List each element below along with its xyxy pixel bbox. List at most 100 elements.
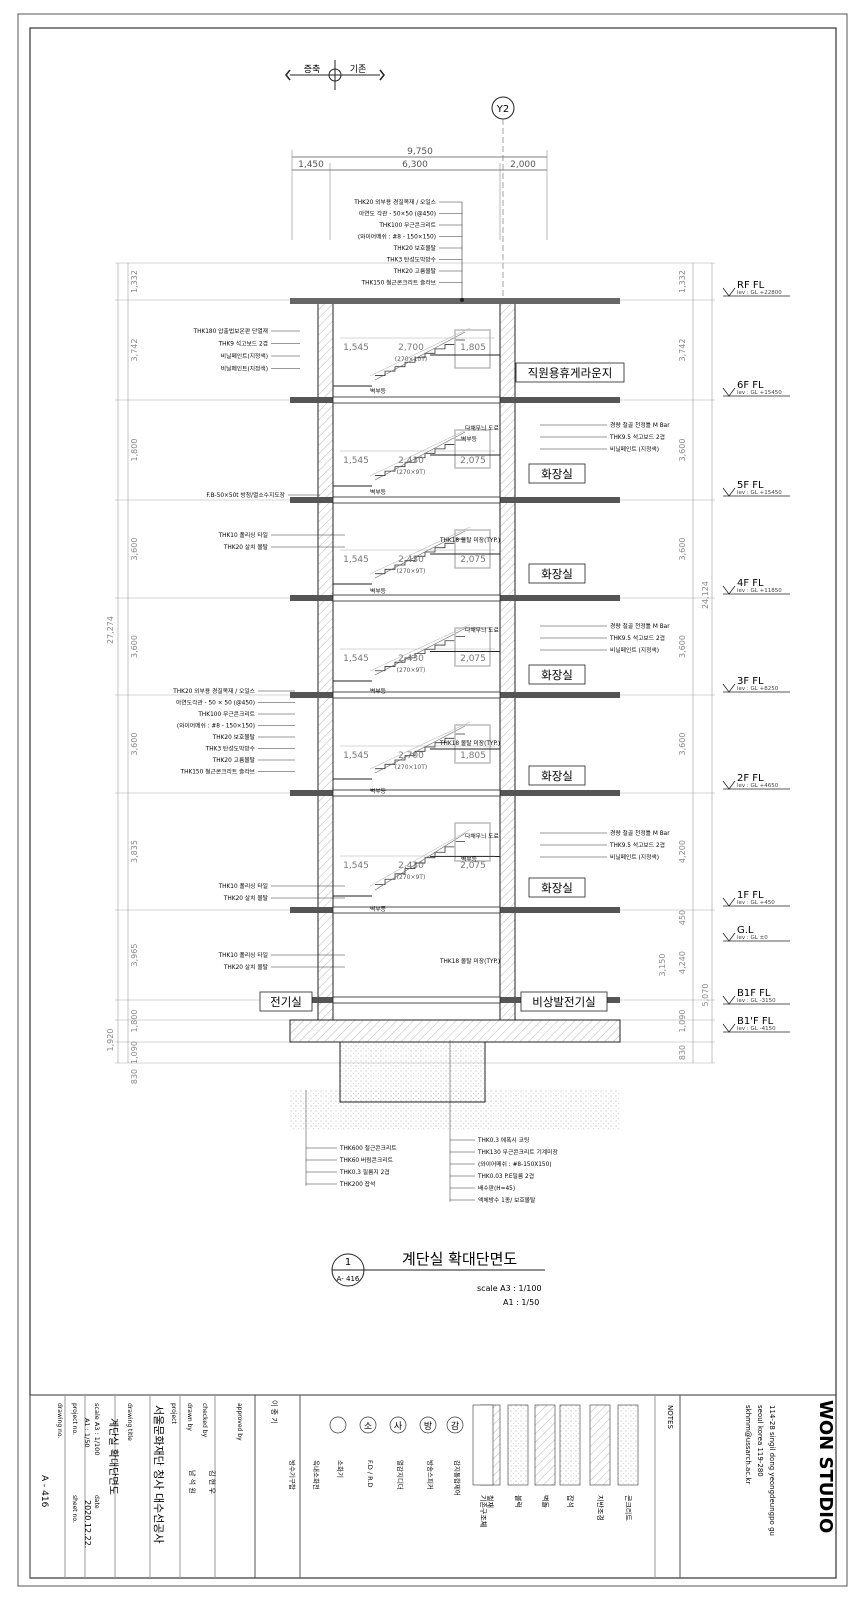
note-text: 배수판(H=45) xyxy=(478,1184,515,1192)
floor-dim-sub: (270×10T) xyxy=(395,356,427,363)
stair-handrail xyxy=(369,526,471,575)
floor-dim-a: 1,545 xyxy=(343,861,369,871)
grid-bubble: Y2 xyxy=(491,96,515,300)
stair-landing xyxy=(332,789,501,797)
label-checked-by: checked by xyxy=(201,1403,208,1438)
stair-flight-upper xyxy=(375,439,465,476)
note-text: THK0.3 에폭시 코팅 xyxy=(477,1136,529,1144)
level-triangle xyxy=(722,287,736,297)
note-text: THK60 버림콘크리트 xyxy=(339,1156,394,1164)
project-name: 서울문화재단 청사 대수선공사 xyxy=(152,1405,165,1544)
level-value: lev : GL ±0 xyxy=(737,935,768,941)
drawing-title: 계단실 확대단면도 xyxy=(402,1250,517,1268)
floor-dim-b: 2,430 xyxy=(398,456,424,466)
room-label-box xyxy=(520,991,608,1012)
studio-address: seoul korea 119-280 xyxy=(756,1405,764,1477)
legend-swatch xyxy=(472,1404,494,1486)
level-value: lev : GL +15450 xyxy=(737,490,782,496)
stair-landing xyxy=(332,691,501,699)
note-text: THK10 폴리싱 타일 xyxy=(218,882,268,890)
floor-dim-sub: (270×9T) xyxy=(397,469,426,476)
right-dim: 3,600 xyxy=(678,635,687,658)
level-name: G.L xyxy=(737,925,754,936)
label-drawing-title: drawing title xyxy=(126,1403,133,1441)
stair-handrail xyxy=(369,721,471,770)
stair-landing xyxy=(332,594,501,602)
legend-swatch xyxy=(507,1404,529,1486)
title-block-date: 2020.12.22. xyxy=(83,1500,92,1548)
note-text: THK600 철근콘크리트 xyxy=(339,1144,397,1152)
right-dim: 3,600 xyxy=(678,538,687,561)
floor-dim-c: 2,075 xyxy=(460,555,486,565)
drawing-number: 1 xyxy=(345,1257,351,1268)
note-text: 비닐페인트 (지정색) xyxy=(610,853,659,861)
left-dim: 3,600 xyxy=(130,538,139,561)
floor-dim-a: 1,545 xyxy=(343,555,369,565)
room-label-box xyxy=(259,991,313,1012)
legend-swatch xyxy=(617,1404,639,1486)
window-frame xyxy=(454,429,491,469)
left-dim: 3,742 xyxy=(130,339,139,362)
floor-dim-c: 2,075 xyxy=(460,861,486,871)
stair-flights xyxy=(333,327,500,897)
room-label: 전기실 xyxy=(270,995,302,1009)
symbol-label: 감지통합제어 xyxy=(453,1460,462,1496)
wall-lamp-label: 벽부등 xyxy=(370,387,387,395)
note-text: THK3 탄성도막방수 xyxy=(205,745,256,753)
label-project: project xyxy=(170,1403,177,1424)
title-block-scale-a1: A1 : 1/50 xyxy=(83,1418,91,1448)
paint-label: 다채무늬 도료 xyxy=(465,832,500,840)
dim-seg-2: 6,300 xyxy=(402,160,428,170)
note-text: THK9.5 석고보드 2겹 xyxy=(609,634,665,642)
note-text: THK20 보호몰탈 xyxy=(393,244,437,252)
symbol-glyph: 사 xyxy=(394,1421,403,1432)
legend-label: 블럭 xyxy=(514,1495,523,1508)
right-dim: 3,600 xyxy=(678,733,687,756)
stair-handrail xyxy=(374,833,466,891)
note-text: 경량 철골 천정틀 M Bar xyxy=(610,622,670,630)
level-value: lev : GL +4650 xyxy=(737,783,779,789)
floor-dim-a: 1,545 xyxy=(343,654,369,664)
left-dim: 1,800 xyxy=(130,439,139,462)
right-dim: 830 xyxy=(678,1045,687,1060)
grid-bubble-label: Y2 xyxy=(496,104,509,115)
notes-label: NOTES xyxy=(666,1405,674,1429)
room-label: 화장실 xyxy=(541,567,573,581)
top-dimensions: 9,750 1,450 6,300 2,000 xyxy=(291,147,548,240)
stair-handrail xyxy=(374,628,466,676)
stair-landing xyxy=(332,906,501,914)
window-frame xyxy=(454,329,491,369)
note-text: THK200 잡석 xyxy=(339,1180,375,1188)
right-dim: 1,332 xyxy=(678,270,687,293)
level-triangle xyxy=(722,932,736,942)
room-label-box xyxy=(528,877,586,898)
right-dim-b1: 3,150 xyxy=(658,954,667,977)
level-triangle xyxy=(722,995,736,1005)
symbol-glyph: 방 xyxy=(424,1421,432,1432)
left-dim: 1,090 xyxy=(130,1041,139,1064)
dim-total: 9,750 xyxy=(407,147,433,157)
note-text: (와이어메쉬 : #8 - 150×150) xyxy=(358,233,436,241)
floor-finish-label: THK18 몰탈 미장(TYP.) xyxy=(439,957,500,965)
note-text: (와이어메쉬 : #8 - 150×150) xyxy=(177,722,255,730)
wall-lamp-label: 벽부등 xyxy=(461,855,478,863)
symbol-glyph: 감 xyxy=(451,1420,459,1432)
window-frame xyxy=(454,724,491,764)
note-text: THK20 살치 몰탈 xyxy=(223,963,269,971)
level-name: B1'F FL xyxy=(737,1016,774,1027)
level-value: lev : GL +8250 xyxy=(737,686,779,692)
label-approved-by: approved by xyxy=(236,1403,243,1441)
floor-dim-b: 2,700 xyxy=(398,343,424,353)
legend-swatch xyxy=(589,1404,611,1486)
dim-seg-1: 1,450 xyxy=(298,160,324,170)
stair-landing xyxy=(332,996,501,1004)
stair-handrail xyxy=(374,530,466,579)
level-name: 3F FL xyxy=(737,676,764,687)
note-text: (와이어메쉬 : #8-150X150) xyxy=(478,1160,552,1168)
note-text: THK9.5 석고보드 2겹 xyxy=(609,433,665,441)
level-name: B1F FL xyxy=(737,988,771,999)
floor-dim-sub: (270×9T) xyxy=(397,568,426,575)
orientation-marker: 증축 기존 xyxy=(285,60,385,90)
